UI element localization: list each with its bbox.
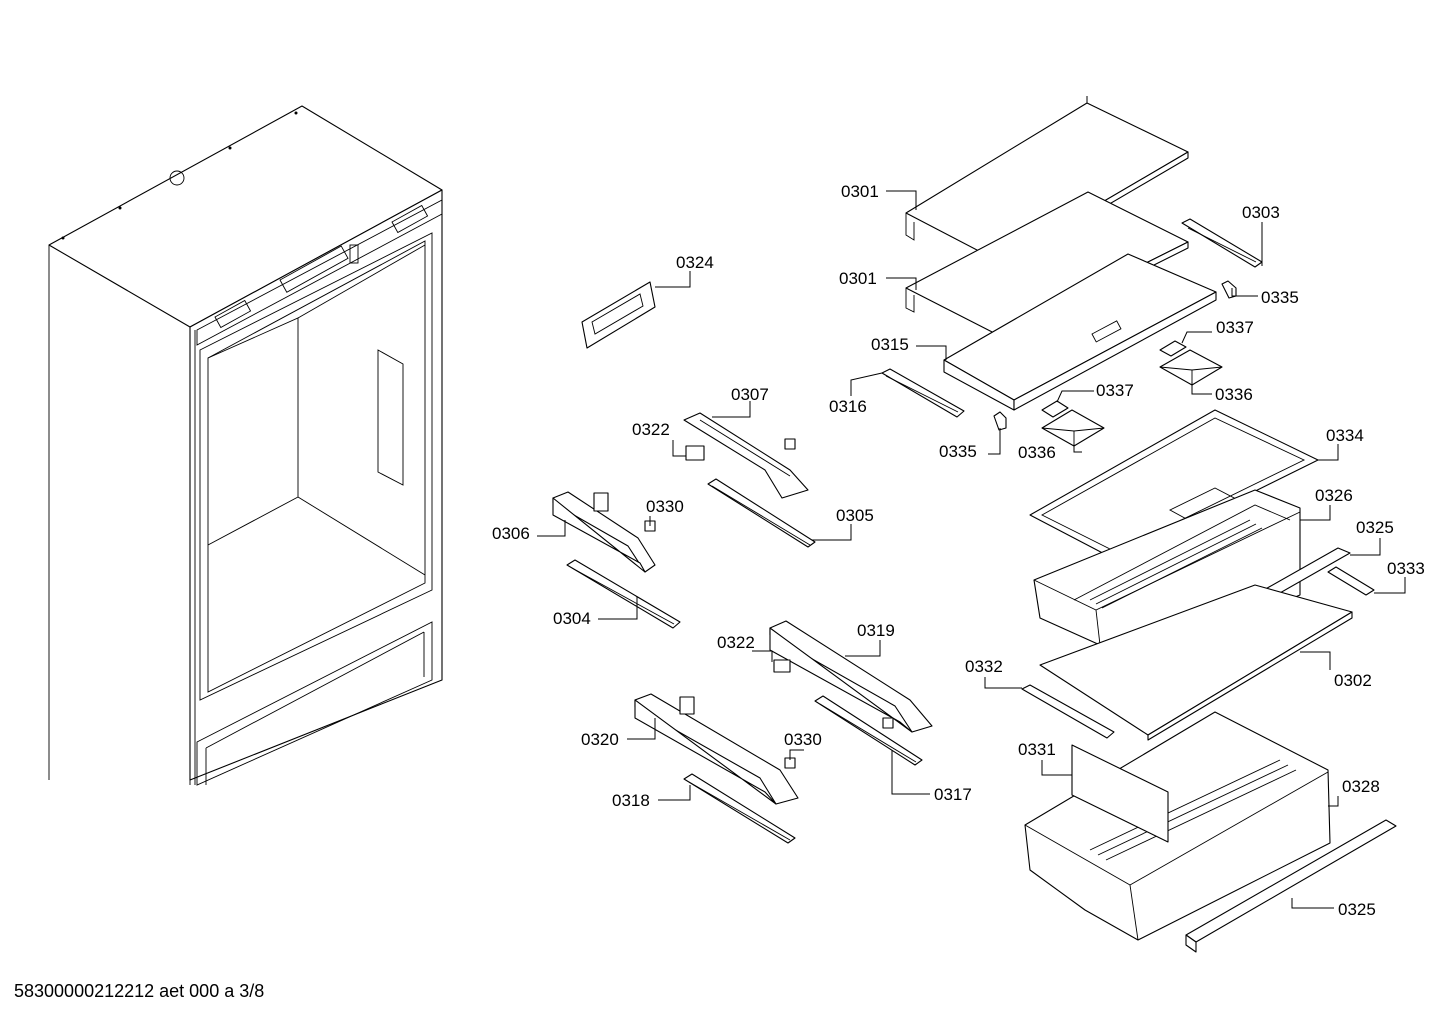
bracket-0307[interactable] [683, 412, 809, 499]
pad-0322-lower[interactable] [773, 659, 791, 673]
callout-0332: 0332 [965, 657, 1003, 676]
callout-0335-lower: 0335 [939, 442, 977, 461]
callout-0315: 0315 [871, 335, 909, 354]
callout-0331: 0331 [1018, 740, 1056, 759]
freezer-drawer-0328[interactable] [1024, 711, 1331, 941]
callout-0301-upper: 0301 [841, 182, 879, 201]
bracket-0320[interactable] [634, 693, 799, 805]
callout-0319: 0319 [857, 621, 895, 640]
callout-0322-upper: 0322 [632, 420, 670, 439]
rail-0317[interactable] [814, 695, 923, 766]
leader-lines [537, 190, 1406, 909]
glass-plate-0302[interactable] [1039, 584, 1353, 741]
trim-bar-0325-lower[interactable] [1185, 819, 1397, 953]
diffuser-0336-right[interactable] [1159, 349, 1223, 386]
callout-0330-upper: 0330 [646, 497, 684, 516]
callout-0330-lower: 0330 [784, 730, 822, 749]
callout-0336-lower: 0336 [1018, 443, 1056, 462]
rail-0304[interactable] [566, 559, 681, 629]
callout-0318: 0318 [612, 791, 650, 810]
callout-labels: 0301 0301 0303 0335 0315 0337 0337 0316 … [492, 182, 1425, 919]
knob-0319[interactable] [882, 717, 894, 729]
pad-0337-left[interactable] [1041, 400, 1069, 418]
clip-0335-upper[interactable] [1221, 280, 1237, 299]
rail-0332[interactable] [1021, 684, 1115, 739]
callout-0302: 0302 [1334, 671, 1372, 690]
callout-0337-upper: 0337 [1216, 318, 1254, 337]
callout-0320: 0320 [581, 730, 619, 749]
callout-0333: 0333 [1387, 559, 1425, 578]
callout-0322-lower: 0322 [717, 633, 755, 652]
callout-0301-lower: 0301 [839, 269, 877, 288]
document-code: 58300000212212 aet 000 a 3/8 [14, 981, 265, 1001]
callout-0325-upper: 0325 [1356, 518, 1394, 537]
rail-0318[interactable] [683, 773, 796, 844]
callout-0334: 0334 [1326, 426, 1364, 445]
rail-0333[interactable] [1327, 566, 1375, 596]
callout-0306: 0306 [492, 524, 530, 543]
divider-0331[interactable] [1071, 744, 1169, 843]
knob-0307-upper[interactable] [784, 438, 796, 450]
bracket-0319[interactable] [769, 620, 933, 733]
callout-0303: 0303 [1242, 203, 1280, 222]
callout-0304: 0304 [553, 609, 591, 628]
pad-0322-upper[interactable] [685, 445, 705, 461]
rail-0316[interactable] [881, 368, 965, 418]
callout-0326: 0326 [1315, 486, 1353, 505]
callout-0335-upper: 0335 [1261, 288, 1299, 307]
callout-0316: 0316 [829, 397, 867, 416]
callout-0307: 0307 [731, 385, 769, 404]
callout-0336-upper: 0336 [1215, 385, 1253, 404]
callout-0324: 0324 [676, 253, 714, 272]
rail-0305[interactable] [707, 478, 816, 548]
fridge-cabinet [48, 105, 443, 786]
callout-0328: 0328 [1342, 777, 1380, 796]
bracket-0324[interactable] [581, 281, 656, 349]
cover-panel-0315[interactable] [943, 253, 1217, 411]
rail-0303[interactable] [1181, 218, 1263, 268]
callout-0337-lower: 0337 [1096, 381, 1134, 400]
diffuser-0336-left[interactable] [1041, 409, 1105, 447]
callout-0317: 0317 [934, 785, 972, 804]
callout-0305: 0305 [836, 506, 874, 525]
clip-0335-lower[interactable] [993, 411, 1007, 431]
callout-0325-lower: 0325 [1338, 900, 1376, 919]
pad-0337-right[interactable] [1159, 340, 1187, 357]
bracket-0306[interactable] [552, 491, 656, 573]
